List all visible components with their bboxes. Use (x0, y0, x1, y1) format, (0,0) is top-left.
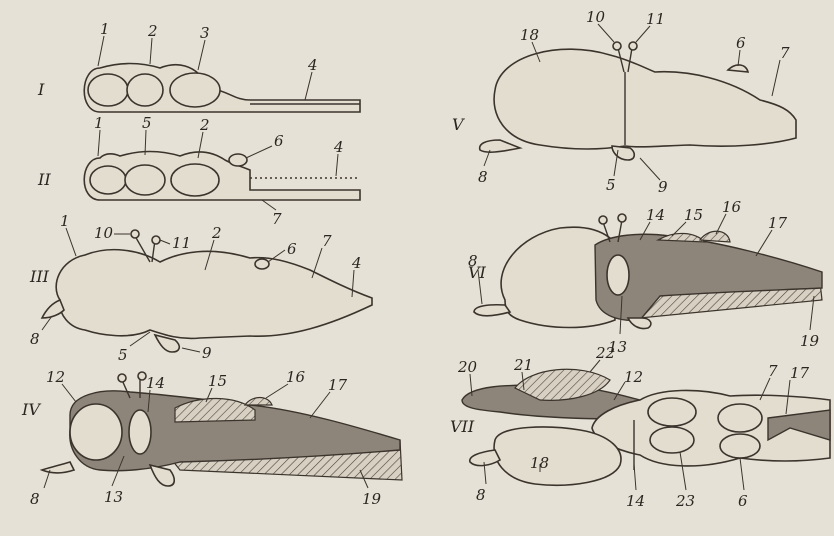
label-iv-19: 19 (362, 490, 382, 508)
label-v-6: 6 (736, 34, 746, 52)
label-ii-1: 1 (94, 114, 104, 132)
stage-vii-label: VII (450, 417, 475, 436)
label-i-2: 2 (147, 22, 158, 40)
label-iii-11: 11 (172, 234, 191, 252)
stage-ii-drawing (84, 152, 360, 201)
label-vii-12: 12 (624, 368, 643, 386)
label-iv-17: 17 (328, 376, 348, 394)
label-iv-14: 14 (146, 374, 165, 392)
stage-iv-label: IV (21, 400, 41, 419)
label-iv-12: 12 (46, 368, 65, 386)
label-iii-10: 10 (94, 224, 114, 242)
label-vii-14: 14 (626, 492, 645, 510)
label-vii-23: 23 (675, 492, 695, 510)
label-i-3: 3 (200, 24, 210, 42)
stage-i-drawing (84, 64, 360, 113)
label-ii-6: 6 (274, 132, 284, 150)
stage-v-label: V (452, 115, 465, 134)
label-vii-18: 18 (530, 454, 549, 472)
label-vi-14: 14 (646, 206, 665, 224)
label-iii-2: 2 (211, 224, 222, 242)
label-iii-4: 4 (351, 254, 362, 272)
label-v-10: 10 (586, 8, 606, 26)
label-vi-15: 15 (684, 206, 703, 224)
stage-i-label: I (37, 80, 45, 99)
label-v-5: 5 (606, 176, 616, 194)
label-vi-19: 19 (800, 332, 820, 350)
label-vii-7: 7 (768, 362, 778, 380)
label-vi-16: 16 (722, 198, 742, 216)
label-vii-22: 22 (595, 344, 615, 362)
label-v-11: 11 (646, 10, 665, 28)
label-vii-8: 8 (476, 486, 486, 504)
label-v-18: 18 (520, 26, 539, 44)
label-vii-20: 20 (457, 358, 478, 376)
label-iii-9: 9 (202, 344, 212, 362)
label-iii-5: 5 (118, 346, 128, 364)
label-iv-8: 8 (30, 490, 40, 508)
label-i-4: 4 (307, 56, 318, 74)
stage-v-drawing (480, 42, 796, 160)
label-vi-17: 17 (768, 214, 788, 232)
label-iii-6: 6 (287, 240, 297, 258)
label-iv-13: 13 (104, 488, 123, 506)
label-iii-1: 1 (60, 212, 70, 230)
label-iv-16: 16 (286, 368, 306, 386)
label-ii-7: 7 (272, 210, 282, 228)
label-vii-6: 6 (738, 492, 748, 510)
label-i-1: 1 (100, 20, 110, 38)
label-v-9: 9 (658, 178, 668, 196)
stage-iii-label: III (29, 267, 50, 286)
stage-ii-label: II (37, 170, 51, 189)
label-ii-4: 4 (333, 138, 344, 156)
label-v-7: 7 (780, 44, 790, 62)
label-vii-21: 21 (513, 356, 533, 374)
label-ii-2: 2 (199, 116, 210, 134)
label-iv-15: 15 (208, 372, 227, 390)
label-vii-17: 17 (790, 364, 810, 382)
label-ii-5: 5 (142, 114, 152, 132)
stage-vii-drawing (462, 369, 830, 485)
label-iii-7: 7 (322, 232, 332, 250)
label-iii-8: 8 (30, 330, 40, 348)
label-vi-8: 8 (468, 252, 478, 270)
label-v-8: 8 (478, 168, 488, 186)
